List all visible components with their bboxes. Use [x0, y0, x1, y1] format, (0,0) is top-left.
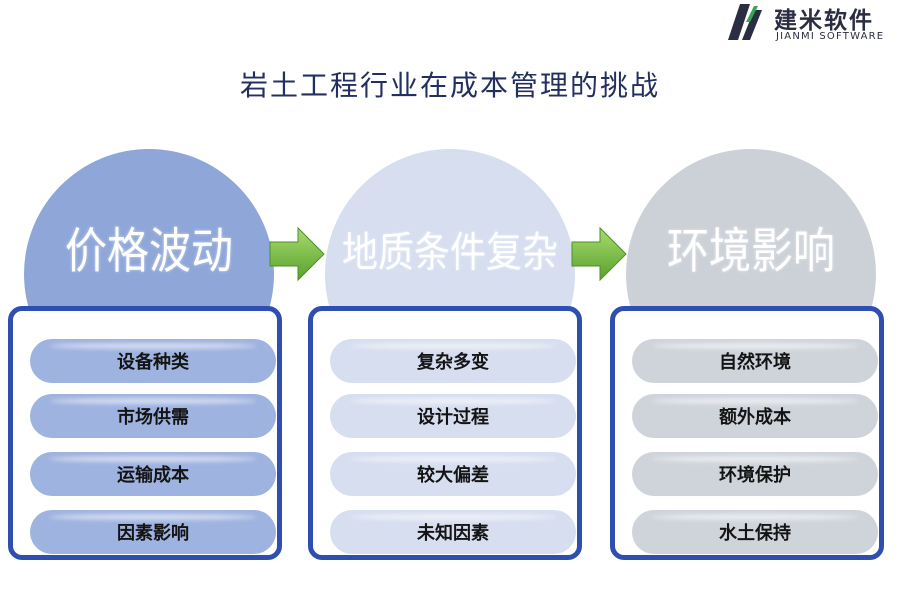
list-item: 水土保持 [632, 510, 878, 554]
list-item: 较大偏差 [330, 452, 576, 496]
list-item: 因素影响 [30, 510, 276, 554]
list-item: 复杂多变 [330, 339, 576, 383]
list-item: 环境保护 [632, 452, 878, 496]
item-panel-1: 设备种类 市场供需 运输成本 因素影响 [8, 306, 282, 560]
list-item-label: 设备种类 [117, 352, 189, 373]
list-item-label: 未知因素 [417, 523, 489, 544]
list-item-label: 复杂多变 [417, 352, 489, 373]
list-item: 设备种类 [30, 339, 276, 383]
logo-name-cn: 建米软件 [774, 8, 874, 34]
item-panel-2: 复杂多变 设计过程 较大偏差 未知因素 [308, 306, 582, 560]
list-item: 自然环境 [632, 339, 878, 383]
list-item: 额外成本 [632, 394, 878, 438]
list-item-label: 市场供需 [117, 407, 189, 428]
list-item-label: 自然环境 [719, 352, 791, 373]
list-item: 未知因素 [330, 510, 576, 554]
list-item: 运输成本 [30, 452, 276, 496]
list-item-label: 较大偏差 [417, 465, 489, 486]
list-item-label: 设计过程 [417, 407, 489, 428]
list-item: 市场供需 [30, 394, 276, 438]
right-arrow-icon [269, 226, 325, 282]
right-arrow-icon [571, 226, 627, 282]
list-item-label: 水土保持 [719, 523, 791, 544]
company-logo: 建米软件 JIANMI SOFTWARE [722, 0, 900, 48]
list-item-label: 因素影响 [117, 523, 189, 544]
logo-name-en: JIANMI SOFTWARE [776, 31, 885, 42]
list-item-label: 运输成本 [117, 465, 189, 486]
list-item-label: 环境保护 [719, 465, 791, 486]
page-title: 岩土工程行业在成本管理的挑战 [239, 69, 660, 102]
jianmi-logo-icon [728, 4, 762, 40]
item-panel-3: 自然环境 额外成本 环境保护 水土保持 [610, 306, 884, 560]
circle-heading-3: 环境影响 [666, 222, 835, 280]
list-item: 设计过程 [330, 394, 576, 438]
circle-heading-1: 价格波动 [64, 222, 233, 280]
circle-heading-2: 地质条件复杂 [341, 229, 558, 277]
list-item-label: 额外成本 [719, 407, 791, 428]
